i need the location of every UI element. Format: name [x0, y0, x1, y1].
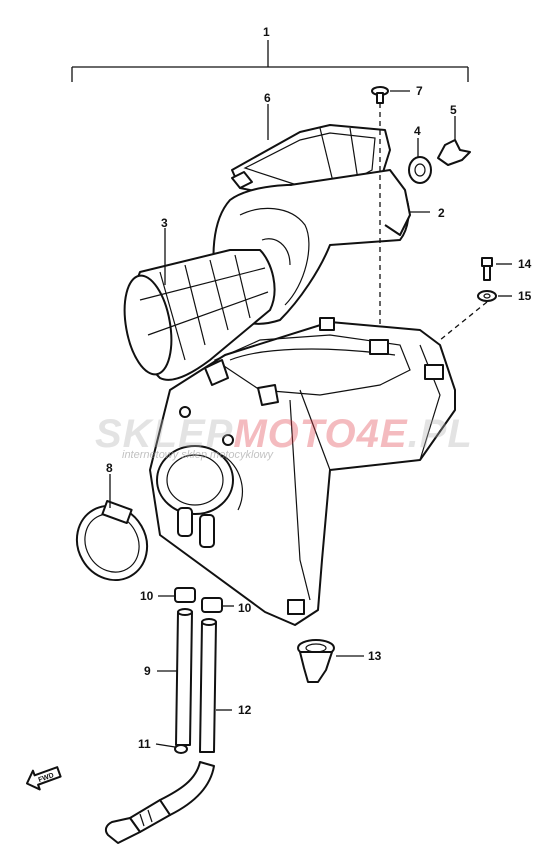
callout-9: 9 [144, 664, 151, 678]
drain-hose [104, 761, 215, 844]
watermark-tagline: internetowy sklep motocyklowy [122, 449, 275, 461]
callout-4: 4 [414, 124, 421, 138]
plug-11 [155, 743, 188, 754]
callout-1: 1 [263, 25, 270, 39]
watermark: SKLEPMOTO4E.PL internetowy sklep motocyk… [95, 412, 473, 461]
fwd-arrow: FWD [25, 766, 62, 791]
watermark-brand-left: SKLEP [95, 412, 233, 456]
callout-10-left: 10 [140, 589, 154, 603]
clip-10-left [158, 587, 196, 603]
drain-tube-9 [157, 608, 193, 746]
callout-6: 6 [264, 91, 271, 105]
intake-port [156, 445, 243, 548]
callout-5: 5 [450, 103, 457, 117]
callout-7: 7 [416, 84, 423, 98]
callout-labels: 1 2 3 4 5 6 7 8 9 10 10 11 12 13 14 15 [106, 25, 532, 751]
bolt-14 [481, 257, 512, 281]
callout-14: 14 [518, 257, 532, 271]
air-cleaner-case [149, 317, 456, 626]
callout-13: 13 [368, 649, 382, 663]
watermark-brand-num: 4E [356, 412, 408, 456]
callout-12: 12 [238, 703, 252, 717]
assembly-bracket [71, 40, 469, 82]
watermark-brand: SKLEPMOTO4E.PL [95, 412, 473, 456]
callout-2: 2 [438, 206, 445, 220]
callout-10-right: 10 [238, 601, 252, 615]
callout-3: 3 [161, 216, 168, 230]
screw-7 [371, 86, 410, 340]
callout-11: 11 [138, 737, 151, 751]
watermark-brand-mid: MOTO [233, 412, 356, 456]
callout-8: 8 [106, 461, 113, 475]
drain-cap-13 [297, 639, 364, 683]
wing-bolt-5 [437, 116, 471, 166]
filter-cage [123, 228, 276, 381]
clip-10-right [201, 597, 234, 613]
grommet-4 [408, 138, 432, 184]
callout-15: 15 [518, 289, 532, 303]
hose-clamp-8 [75, 474, 149, 582]
watermark-brand-tld: .PL [408, 412, 473, 456]
drain-tube-12 [199, 618, 232, 753]
washer-15 [439, 290, 512, 341]
